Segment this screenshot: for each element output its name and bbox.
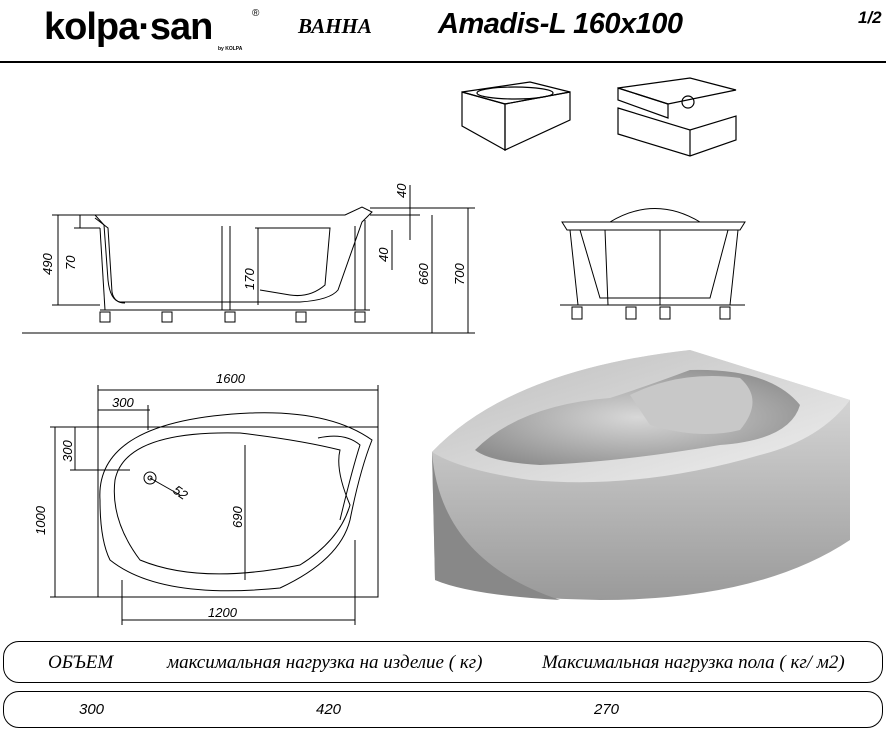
dim-300-y: 300: [60, 440, 75, 462]
specs-values-row: 300 420 270: [3, 691, 883, 728]
dim-40-top: 40: [394, 183, 409, 198]
iso-view-bathtub-panel: [617, 77, 737, 157]
dim-170: 170: [242, 268, 257, 290]
value-volume: 300: [79, 701, 105, 718]
product-title: Amadis-L 160x100: [438, 8, 683, 40]
dim-700: 700: [452, 263, 467, 285]
dim-1200: 1200: [208, 605, 238, 620]
dim-1600: 1600: [216, 371, 246, 386]
bathtub-render: [432, 350, 850, 600]
brand-logo: kolpa·san: [44, 6, 213, 48]
technical-drawings: 490 70 170 40 40 660 700 1600 300 300 10…: [22, 77, 850, 625]
specs-header-row: ОБЪЕМ максимальная нагрузка на изделие (…: [3, 641, 883, 683]
plan-view: [50, 385, 379, 625]
iso-view-bathtub: [461, 81, 571, 152]
dim-40-mid: 40: [376, 247, 391, 262]
value-max-load-product: 420: [316, 701, 342, 718]
product-type: ВАННА: [298, 14, 372, 38]
header-volume: ОБЪЕМ: [48, 652, 114, 673]
dim-300-x: 300: [112, 395, 134, 410]
dim-70: 70: [63, 255, 78, 270]
header-max-load-product: максимальная нагрузка на изделие ( кг): [167, 652, 483, 673]
page-number: 1/2: [858, 8, 882, 27]
dim-52: 52: [170, 482, 191, 503]
side-view: [22, 185, 475, 334]
header-max-floor-load: Максимальная нагрузка пола ( кг/ м2): [542, 652, 845, 673]
end-view: [560, 208, 746, 320]
dim-660: 660: [416, 263, 431, 285]
dim-490: 490: [40, 253, 55, 275]
brand-subtitle: by KOLPA: [218, 46, 243, 52]
header-divider: [0, 61, 886, 63]
dim-1000: 1000: [33, 505, 48, 535]
dim-690: 690: [230, 506, 245, 528]
registered-mark: ®: [252, 8, 260, 19]
value-max-floor-load: 270: [594, 701, 620, 718]
